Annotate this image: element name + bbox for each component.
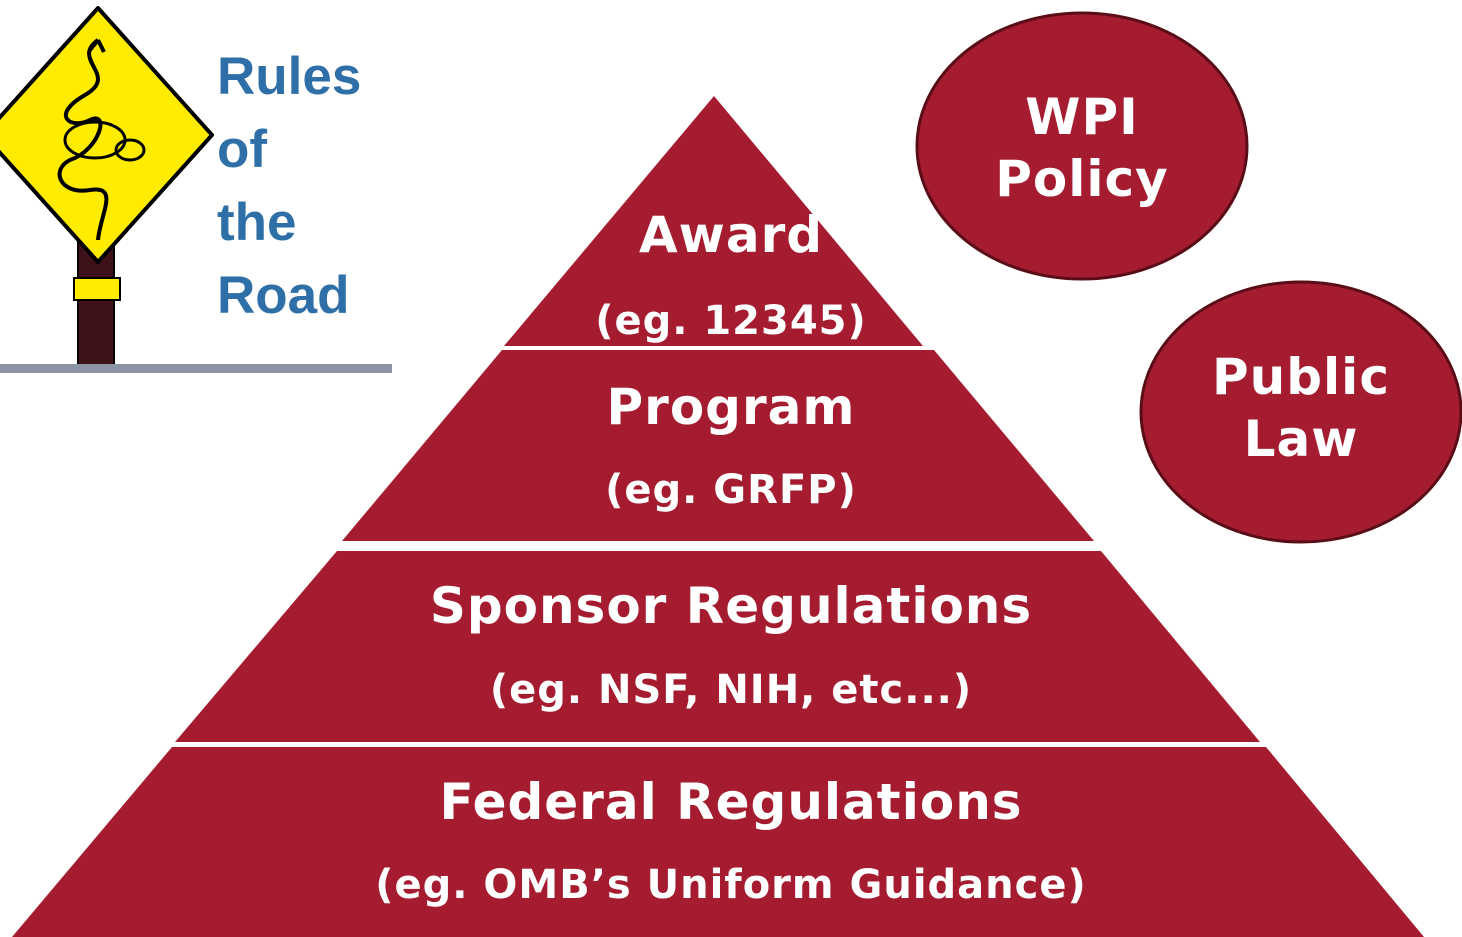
logo-word-the: the: [217, 193, 297, 252]
tier-example-sponsor: (eg. NSF, NIH, etc...): [489, 667, 973, 713]
road-sign-icon: [0, 6, 392, 373]
tier-title-program: Program: [606, 378, 856, 436]
tier-title-award: Award: [638, 206, 824, 264]
circle-wpi-policy-label: WPI Policy: [932, 86, 1232, 210]
circle-wpi-line1: WPI: [1025, 88, 1139, 146]
logo-word-of: of: [217, 120, 268, 179]
circle-wpi-policy: [915, 11, 1249, 281]
pyramid-tier-program: [342, 350, 1094, 541]
circle-public-line1: Public: [1212, 348, 1390, 406]
tier-example-program: (eg. GRFP): [605, 467, 857, 513]
logo-word-road: Road: [217, 266, 350, 325]
pyramid-tier-award: [504, 96, 923, 346]
circle-wpi-line2: Policy: [995, 150, 1169, 208]
pyramid-tier-sponsor: [175, 551, 1260, 742]
tier-title-sponsor: Sponsor Regulations: [429, 577, 1033, 635]
circle-public-law: [1139, 280, 1462, 544]
pyramid-tier-federal: [12, 747, 1424, 937]
circle-public-law-label: Public Law: [1151, 346, 1451, 470]
tier-example-federal: (eg. OMB’s Uniform Guidance): [375, 862, 1087, 908]
tier-example-award: (eg. 12345): [595, 298, 867, 344]
circle-public-line2: Law: [1243, 410, 1359, 468]
logo-word-rules: Rules: [217, 47, 362, 106]
tier-title-federal: Federal Regulations: [439, 773, 1023, 831]
